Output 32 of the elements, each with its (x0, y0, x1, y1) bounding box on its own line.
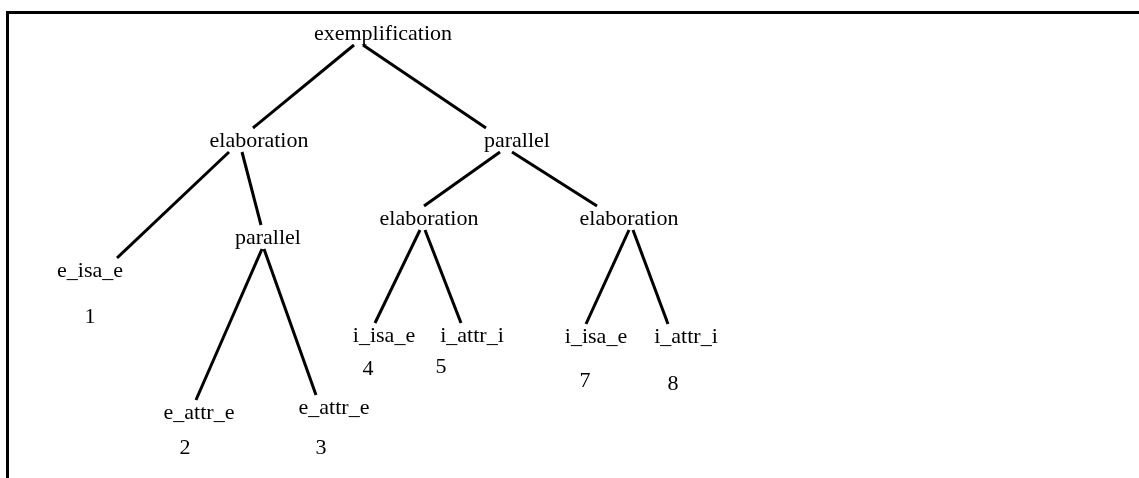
item-number: 1 (84, 305, 96, 327)
node-label: exemplification (313, 22, 453, 44)
tree-branch-line (373, 229, 422, 324)
item-number: 4 (362, 357, 374, 379)
tree-branch-line (115, 150, 231, 260)
node-label: parallel (235, 226, 301, 248)
tree-branch-line (262, 248, 318, 396)
tree-branch-line (252, 43, 355, 130)
item-number: 2 (179, 436, 191, 458)
tree-branch-line (423, 229, 463, 324)
tree-branch-line (423, 150, 501, 208)
item-number: 3 (315, 436, 327, 458)
node-label: elaboration (379, 207, 479, 229)
node-label: elaboration (579, 207, 679, 229)
tree-branch-line (631, 229, 670, 325)
item-number: 5 (435, 355, 447, 377)
tree-branch-line (362, 43, 487, 130)
item-number: 8 (667, 372, 679, 394)
node-label: i_attr_i (440, 324, 504, 346)
tree-branch-line (240, 151, 263, 226)
tree-branch-line (584, 229, 631, 325)
node-label: e_attr_e (163, 401, 235, 423)
item-number: 7 (579, 369, 591, 391)
node-label: i_attr_i (654, 325, 718, 347)
node-label: elaboration (209, 129, 309, 151)
tree-branch-line (511, 150, 598, 208)
node-label: i_isa_e (352, 324, 416, 346)
node-label: parallel (484, 129, 550, 151)
node-label: e_isa_e (57, 259, 123, 281)
node-label: i_isa_e (564, 325, 628, 347)
tree-branch-line (194, 248, 264, 401)
node-label: e_attr_e (298, 396, 370, 418)
